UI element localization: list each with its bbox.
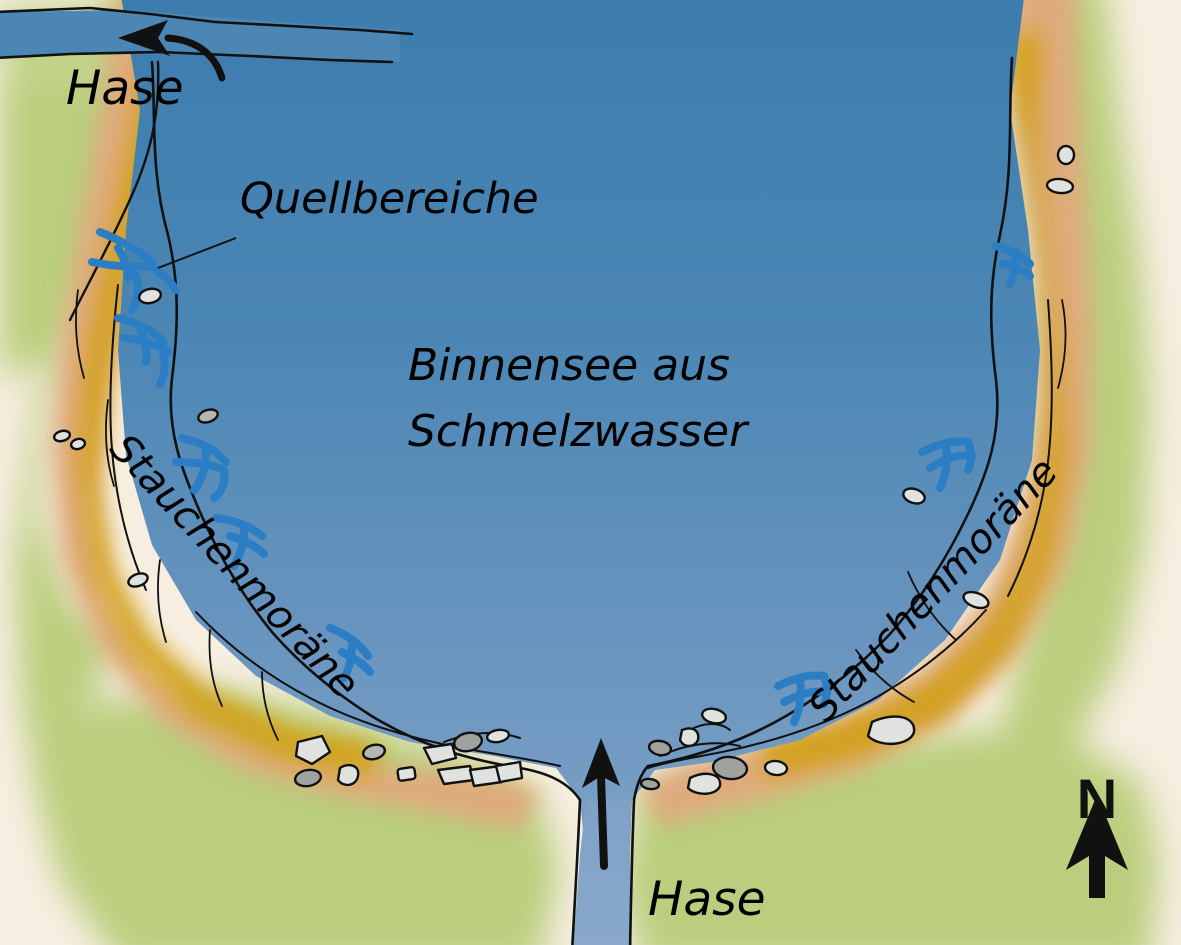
- spring-area: [774, 671, 831, 726]
- hase-inflow-channel: [572, 800, 632, 945]
- hase-top-label: Hase: [66, 61, 184, 116]
- callout-leader-line: [157, 237, 237, 269]
- north-arrow-icon: [1066, 795, 1128, 898]
- hase-bottom-label: Hase: [648, 872, 766, 927]
- north-label: N: [1077, 767, 1117, 830]
- erratic-boulders: [52, 144, 1076, 795]
- spring-area: [172, 434, 230, 502]
- spring-area: [212, 514, 268, 570]
- spring-area: [326, 624, 374, 682]
- meltwater-lake: [118, 0, 1040, 945]
- spring-streams: [88, 228, 1034, 726]
- spring-area: [918, 437, 976, 492]
- spring-area: [88, 228, 180, 314]
- lake-label-line2: Schmelzwasser: [408, 406, 750, 457]
- spring-area: [992, 242, 1034, 288]
- spring-area: [114, 314, 172, 388]
- moraine-gold-core: [78, 30, 1066, 778]
- springs-label: Quellbereiche: [240, 174, 539, 224]
- flow-arrow-west-icon: [118, 20, 226, 82]
- lake-label-line1: Binnensee aus: [408, 340, 730, 391]
- hase-outflow-channel: [0, 10, 400, 62]
- moraine-tan-body: [52, 0, 1092, 830]
- flow-arrow-north-icon: [582, 738, 620, 870]
